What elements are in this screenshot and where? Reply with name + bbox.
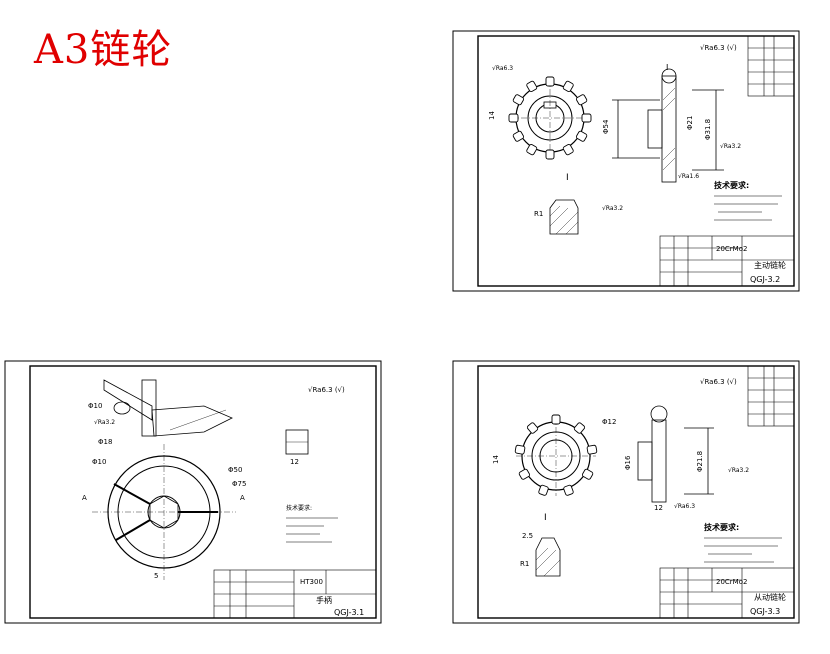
dim-label: √Ra1.6	[678, 173, 699, 180]
drawing-code: QGJ-3.2	[750, 275, 780, 284]
title-block	[659, 567, 795, 619]
sprocket-tooth	[538, 484, 549, 496]
dim-label: Φ31.8	[704, 119, 712, 140]
drawing-code: QGJ-3.1	[334, 608, 364, 617]
tech-lines	[714, 195, 782, 221]
sprocket-tooth	[512, 94, 525, 106]
material-label: 20CrMo2	[716, 245, 747, 253]
sprocket-tooth	[518, 468, 531, 480]
sprocket-teeth	[508, 76, 592, 160]
detail-view	[535, 537, 561, 577]
sprocket-tooth	[586, 444, 598, 455]
dim-label: Φ54	[602, 119, 610, 134]
dim-label: 12	[654, 504, 663, 512]
sprocket-tooth	[512, 130, 525, 142]
dim-label: 2.5	[522, 532, 533, 540]
sprocket-teeth	[514, 414, 598, 496]
section-view	[285, 429, 309, 455]
title-block	[659, 235, 795, 287]
sprocket-side-view	[612, 68, 724, 183]
sprocket-tooth	[526, 80, 538, 93]
drawing-sheet-driven-sprocket: √Ra6.3 (√) Φ12 14 Φ16 Φ21.8 12 √Ra3.2 √R…	[452, 360, 800, 624]
dim-label: A	[82, 494, 87, 502]
tech-title: 技术要求:	[286, 504, 312, 512]
dim-label: 5	[154, 572, 158, 580]
detail-view	[549, 199, 579, 235]
handle-top-view	[103, 379, 233, 437]
roughness-note: √Ra6.3 (√)	[700, 378, 737, 386]
sprocket-tooth	[545, 76, 555, 87]
roughness-note: √Ra6.3 (√)	[308, 386, 345, 394]
dim-label: R1	[520, 560, 529, 568]
part-name: 从动链轮	[754, 592, 786, 602]
sprocket-tooth	[508, 113, 519, 123]
sprocket-tooth	[562, 80, 574, 93]
tech-lines	[704, 537, 782, 563]
dim-label: Φ21.8	[696, 451, 704, 472]
dim-label: 14	[488, 111, 496, 120]
dim-label: R1	[534, 210, 543, 218]
dim-label: Φ16	[624, 455, 632, 470]
part-name: 主动链轮	[754, 260, 786, 270]
page-title: A3链轮	[34, 27, 173, 73]
sprocket-tooth	[573, 422, 586, 434]
dim-label: √Ra3.2	[728, 467, 749, 474]
sprocket-tooth	[545, 149, 555, 160]
dim-label: Φ12	[602, 418, 616, 426]
material-label: 20CrMo2	[716, 578, 747, 586]
drawing-code: QGJ-3.3	[750, 607, 780, 616]
dim-label: Φ50	[228, 466, 242, 474]
tech-title: 技术要求:	[704, 522, 739, 532]
dim-label: Φ18	[98, 438, 112, 446]
tech-title: 技术要求:	[714, 180, 749, 190]
sprocket-tooth	[581, 468, 594, 480]
detail-label: I	[566, 173, 569, 183]
sprocket-tooth	[581, 113, 592, 123]
handwheel-front-view	[92, 444, 236, 580]
sprocket-tooth	[575, 130, 588, 142]
dim-label: 12	[290, 458, 299, 466]
part-name: 手柄	[316, 595, 332, 605]
parameter-table	[747, 365, 795, 427]
dim-label: √Ra3.2	[602, 205, 623, 212]
sprocket-tooth	[514, 444, 526, 455]
dim-label: √Ra3.2	[720, 143, 741, 150]
side-view-hatch	[662, 87, 676, 171]
dim-label: 14	[492, 455, 500, 464]
sprocket-tooth	[563, 484, 574, 496]
drawing-sheet-handle: √Ra6.3 (√) Φ10 √Ra3.2 Φ18 Φ10 Φ50 Φ75 A …	[4, 360, 382, 624]
parameter-table	[747, 35, 795, 97]
dim-label: Φ10	[88, 402, 102, 410]
sprocket-tooth	[551, 414, 561, 425]
tech-lines	[286, 517, 338, 543]
dim-label: √Ra6.3	[674, 503, 695, 510]
dim-label: Φ10	[92, 458, 106, 466]
dim-label: A	[240, 494, 245, 502]
sprocket-side-view	[637, 405, 714, 503]
dim-label: Φ75	[232, 480, 246, 488]
title-block	[213, 569, 377, 619]
material-label: HT300	[300, 578, 323, 586]
dim-label: √Ra3.2	[94, 419, 115, 426]
sprocket-tooth	[526, 143, 538, 156]
sprocket-tooth	[526, 422, 539, 434]
drawing-sheet-drive-sprocket: √Ra6.3 (√) Φ54 Φ21 Φ31.8 I 14 √Ra6.3 √Ra…	[452, 30, 800, 292]
dim-label: √Ra6.3	[492, 65, 513, 72]
sprocket-tooth	[575, 94, 588, 106]
dim-label: Φ21	[686, 116, 694, 130]
sprocket-tooth	[562, 143, 574, 156]
dim-label: I	[666, 63, 668, 72]
detail-label: I	[544, 513, 547, 523]
roughness-note: √Ra6.3 (√)	[700, 44, 737, 52]
